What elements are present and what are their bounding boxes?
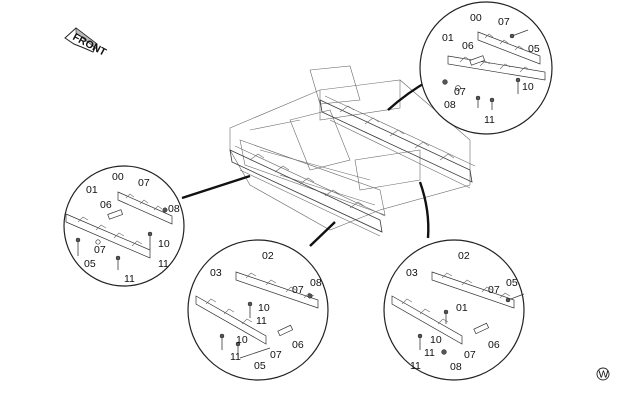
callout-label: 00 (112, 171, 124, 183)
callout-label: 07 (94, 244, 106, 256)
callout-label: 02 (262, 250, 274, 262)
callout-label: 10 (258, 302, 270, 314)
undercarriage-frame (229, 65, 476, 237)
callout-label: 11 (124, 273, 135, 285)
callout-label: 07 (498, 16, 510, 28)
callout-label: 07 (292, 284, 304, 296)
callout-label: 08 (450, 361, 462, 373)
corner-mark-label: W (599, 369, 609, 381)
callout-label: 10 (236, 334, 248, 346)
front-arrow-icon: FRONT (64, 27, 109, 59)
callout-bottom-right: 02 03 07 05 01 10 11 06 07 11 08 (383, 239, 525, 381)
callout-label: 10 (158, 238, 170, 250)
callout-label: 11 (410, 360, 421, 372)
callout-bottom-center: 02 03 07 08 10 11 10 06 11 07 05 (187, 239, 329, 381)
callout-label: 06 (488, 339, 500, 351)
callout-label: 07 (488, 284, 500, 296)
leader-lines (181, 78, 431, 247)
callout-label: 06 (292, 339, 304, 351)
callout-label: 01 (456, 302, 468, 314)
callout-label: 05 (506, 277, 518, 289)
callout-label: 08 (310, 277, 322, 289)
callout-label: 10 (522, 81, 534, 93)
callout-label: 06 (462, 40, 474, 52)
callout-label: 07 (454, 86, 466, 98)
callout-label: 11 (256, 315, 267, 327)
callout-label: 10 (430, 334, 442, 346)
callout-label: 03 (210, 267, 222, 279)
callout-top-right: 00 07 01 06 05 07 08 10 11 (419, 1, 553, 135)
callout-left: 00 07 01 06 08 07 10 05 11 11 (63, 165, 185, 287)
callout-label: 01 (442, 32, 454, 44)
callout-label: 11 (230, 351, 241, 363)
callout-label: 07 (464, 349, 476, 361)
corner-mark: W (596, 367, 610, 381)
callout-label: 00 (470, 12, 482, 24)
callout-label: 08 (168, 203, 180, 215)
callout-label: 07 (138, 177, 150, 189)
callout-label: 02 (458, 250, 470, 262)
callout-label: 06 (100, 199, 112, 211)
callout-label: 01 (86, 184, 98, 196)
callout-label: 08 (444, 99, 456, 111)
callout-label: 07 (270, 349, 282, 361)
callout-label: 05 (528, 43, 540, 55)
callout-label: 11 (424, 347, 435, 359)
callout-label: 11 (484, 114, 495, 126)
callout-label: 05 (254, 360, 266, 372)
callout-label: 03 (406, 267, 418, 279)
callout-label: 11 (158, 258, 169, 270)
callout-label: 05 (84, 258, 96, 270)
